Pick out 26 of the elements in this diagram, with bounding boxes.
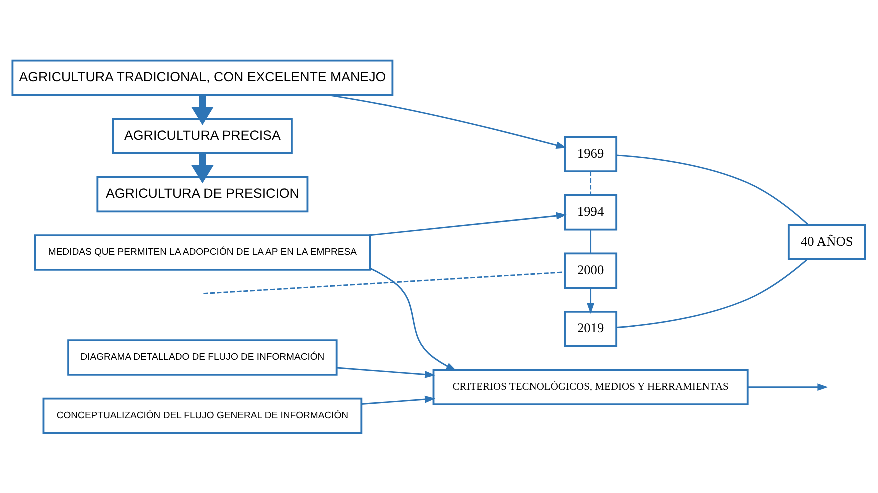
arrow	[370, 268, 457, 371]
node-box: 1994	[564, 194, 618, 230]
node-box: 2000	[564, 252, 618, 288]
arrow	[337, 366, 436, 378]
connector	[590, 229, 592, 254]
node-box: 1969	[564, 136, 618, 172]
arrow	[748, 383, 828, 391]
arrow	[191, 94, 214, 125]
arrow	[362, 395, 436, 404]
node-box: 2019	[564, 310, 618, 347]
arrow	[328, 94, 567, 148]
node-box: MEDIDAS QUE PERMITEN LA ADOPCIÓN DE LA AP EN LA EMPRESA	[34, 234, 372, 270]
node-box: DIAGRAMA DETALLADO DE FLUJO DE INFORMACIÓN	[68, 339, 338, 376]
node-box: 40 AÑOS	[788, 224, 866, 260]
connector	[204, 271, 565, 294]
node-box: CRITERIOS TECNOLÓGICOS, MEDIOS Y HERRAMIENTAS	[432, 368, 749, 405]
connector	[590, 171, 592, 195]
connector	[616, 154, 809, 225]
node-box: AGRICULTURA TRADICIONAL, CON EXCELENTE MANEJO	[12, 59, 394, 96]
connector	[616, 258, 808, 328]
arrow	[587, 288, 594, 314]
arrow	[191, 153, 214, 184]
arrow	[369, 212, 568, 236]
node-box: CONCEPTUALIZACIÓN DEL FLUJO GENERAL DE INFORMACIÓN	[42, 397, 363, 434]
node-box: AGRICULTURA PRECISA	[112, 118, 293, 154]
node-box: AGRICULTURA DE PRESICION	[96, 176, 309, 212]
